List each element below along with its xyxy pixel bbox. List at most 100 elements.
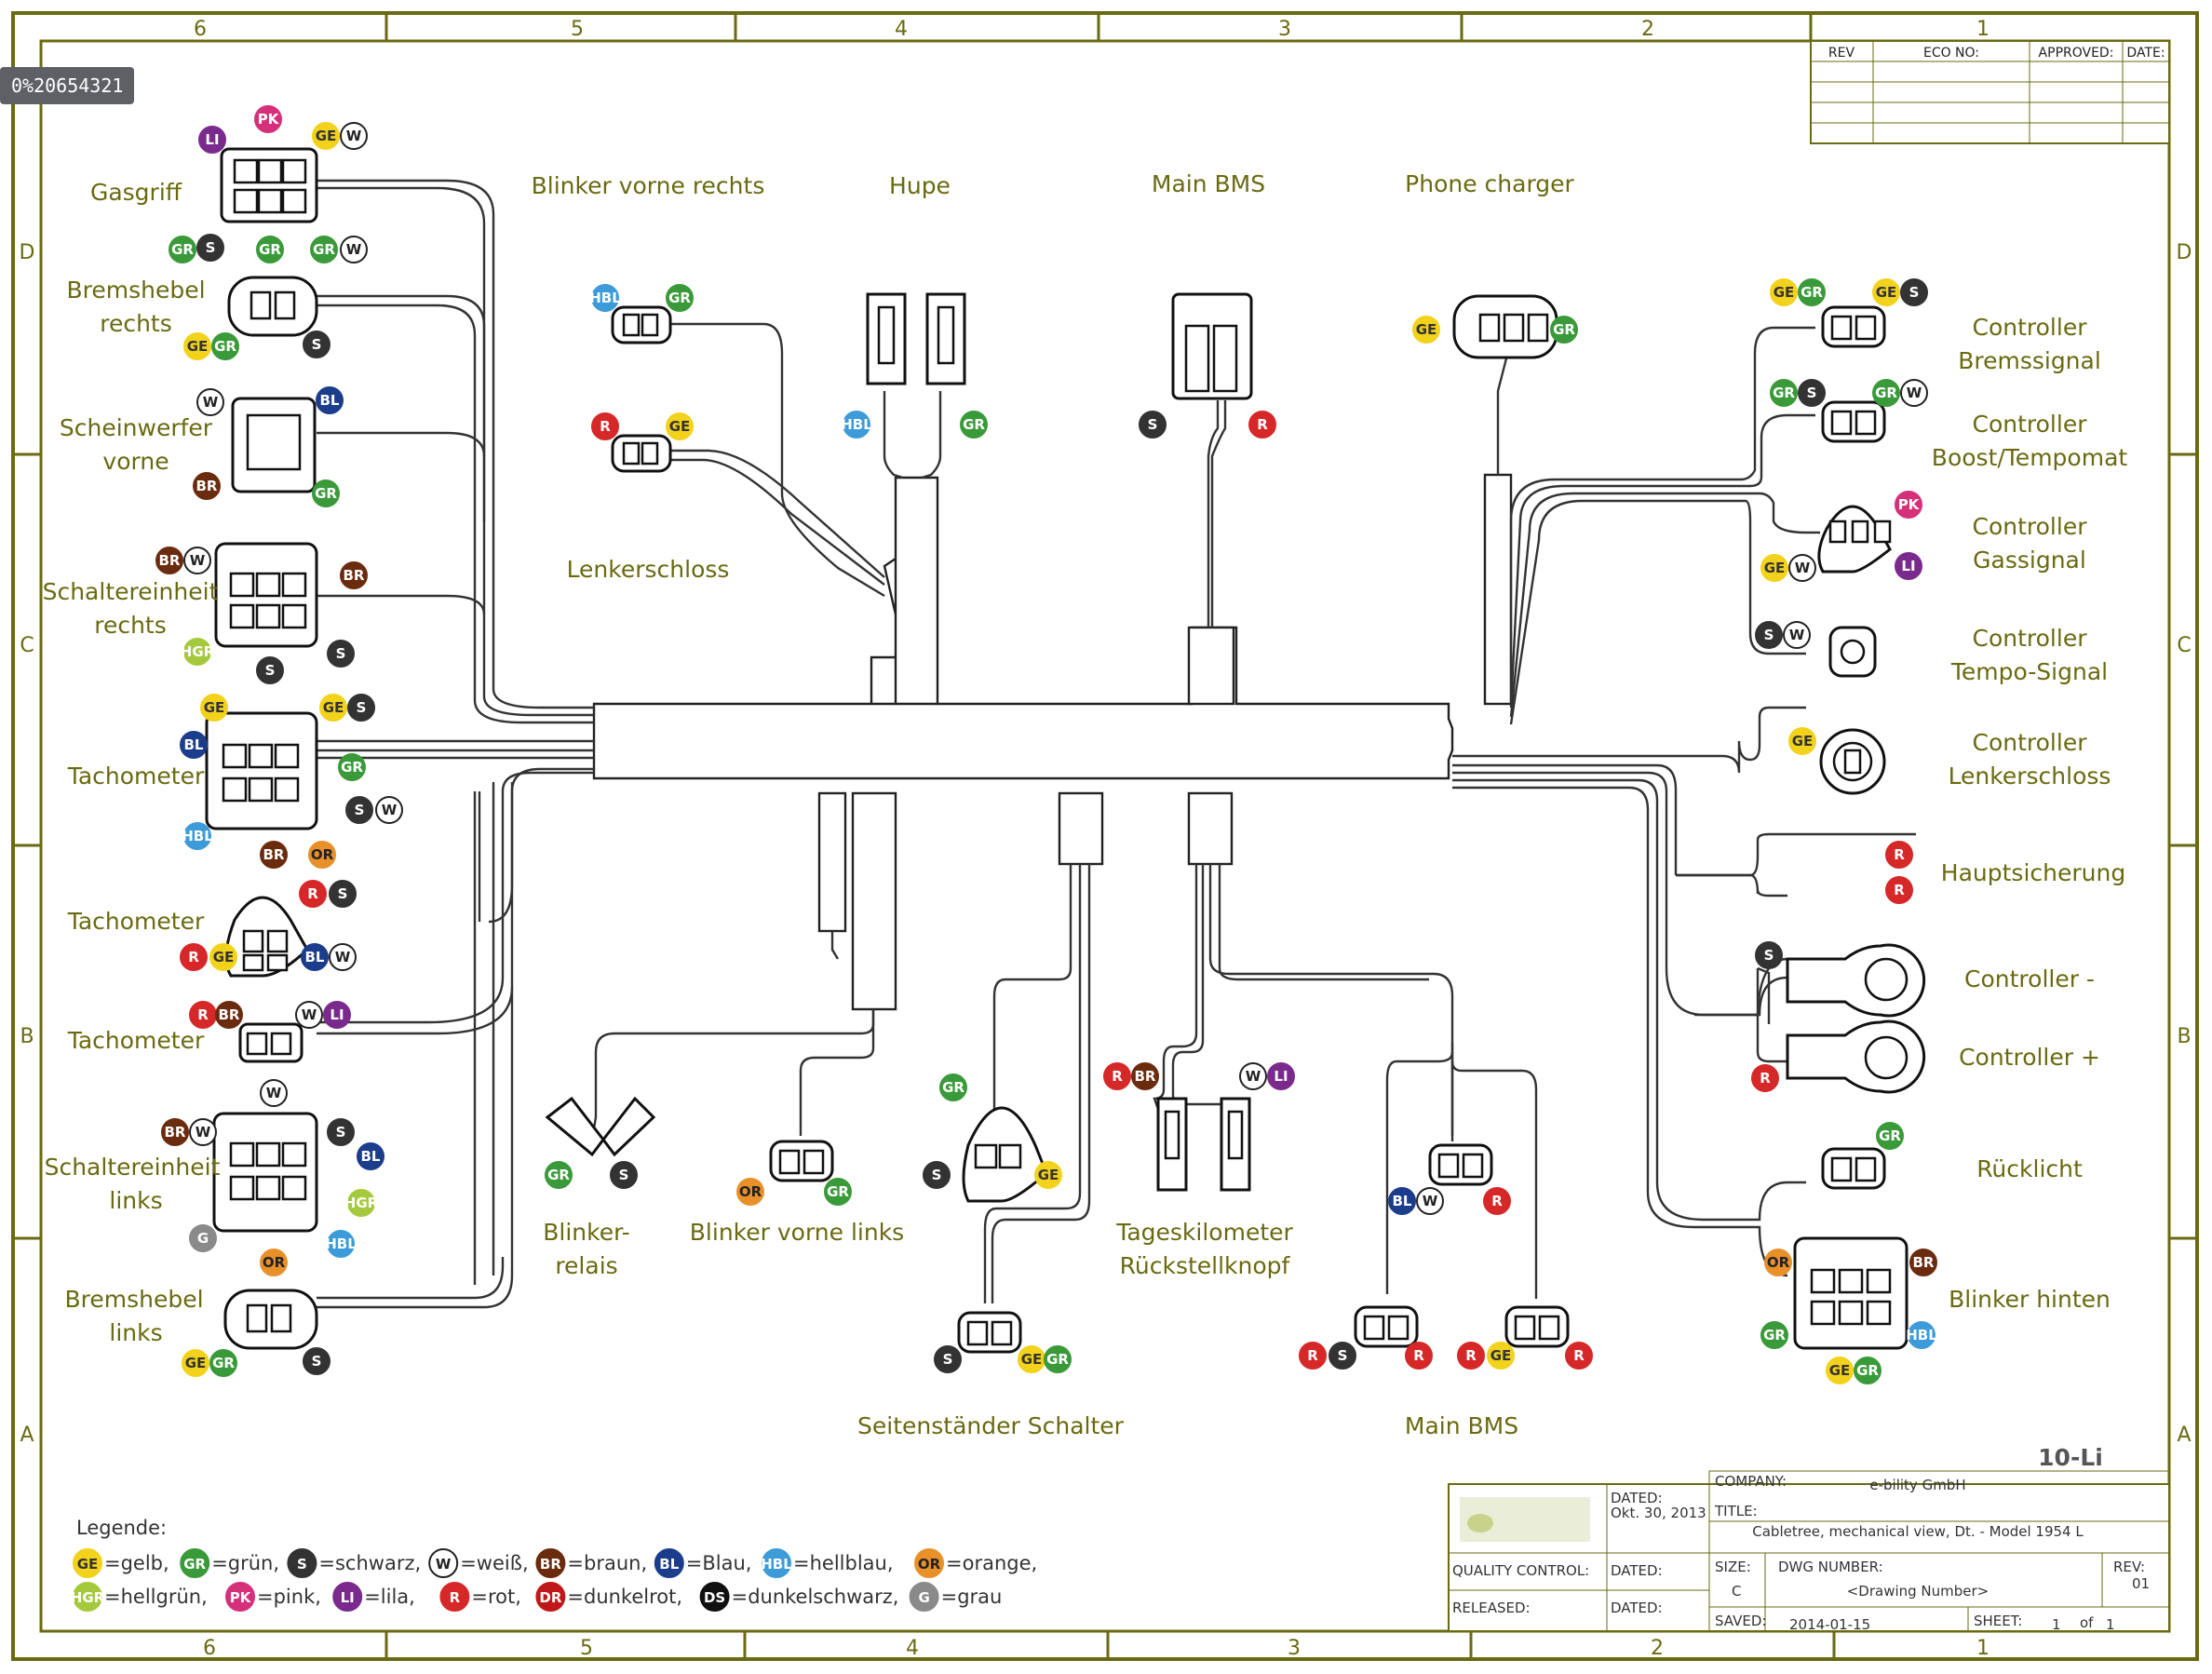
rev-label: REV:: [2113, 1559, 2145, 1575]
svg-text:GE: GE: [77, 1556, 99, 1573]
wire-badge-r: R: [1248, 411, 1276, 439]
svg-text:=orange,: =orange,: [946, 1552, 1037, 1574]
wire-badge-ge: GE: [1018, 1345, 1045, 1373]
connector-tachometer-2: [224, 896, 309, 978]
title-block: DATED: Okt. 30, 2013 COMPANY: e-bility G…: [1448, 1470, 2170, 1633]
wire-badge-ge: GE: [319, 694, 347, 722]
wire-badge-gr: GR: [310, 236, 338, 263]
connector-bremshebel-links: [223, 1289, 318, 1350]
label-ctrl-lenk-2: Lenkerschloss: [1949, 763, 2111, 790]
connector-ctrl-tempo: [1828, 626, 1877, 678]
wire-badge-ge: GE: [1034, 1161, 1062, 1189]
wire-badge-ge: GE: [666, 412, 694, 440]
logo-mark: [1467, 1514, 1493, 1532]
wire-badge-r: R: [591, 412, 619, 440]
wire-badge-s: S: [1755, 941, 1783, 969]
label-tachometer-1: Tachometer: [67, 763, 205, 790]
wire-badge-r: R: [1751, 1064, 1779, 1092]
svg-text:S: S: [355, 802, 365, 818]
dated-value: Okt. 30, 2013: [1611, 1505, 1706, 1521]
wire-badge-s: S: [347, 694, 375, 722]
label-ctrl-brems-1: Controller: [1973, 314, 2088, 341]
svg-text:HGR: HGR: [71, 1589, 105, 1606]
svg-text:GE: GE: [323, 699, 344, 716]
wire-badge-g: G: [189, 1224, 217, 1252]
connector-gasgriff: [220, 147, 318, 223]
svg-text:GE: GE: [1774, 284, 1795, 301]
wire-badge-br: BR: [215, 1001, 243, 1029]
svg-text:DR: DR: [539, 1589, 561, 1606]
svg-text:W: W: [335, 949, 351, 965]
zone-bottom-3: 3: [1288, 1637, 1301, 1660]
label-bremshebel-rechts-2: rechts: [100, 310, 172, 337]
wire-badge-pk: PK: [1895, 491, 1922, 519]
svg-text:S: S: [932, 1167, 942, 1183]
label-ctrl-gas-2: Gassignal: [1973, 547, 2086, 574]
svg-text:R: R: [1894, 846, 1905, 863]
svg-text:S: S: [1148, 416, 1158, 433]
wire-badge-bl: BL: [301, 943, 329, 971]
svg-text:R: R: [1894, 882, 1905, 898]
wire-badge-w: W: [1900, 379, 1928, 407]
wire-badge-s: S: [1798, 379, 1826, 407]
label-blinker-vorne-links: Blinker vorne links: [690, 1219, 904, 1246]
svg-text:GE: GE: [213, 949, 235, 965]
svg-text:=grün,: =grün,: [211, 1552, 279, 1574]
label-blinker-hinten: Blinker hinten: [1949, 1286, 2111, 1313]
svg-text:W: W: [1907, 385, 1922, 401]
wire-badge-s: S: [303, 331, 330, 358]
zone-bottom-6: 6: [203, 1637, 216, 1660]
svg-text:W: W: [1423, 1193, 1438, 1209]
svg-text:HBL: HBL: [1906, 1327, 1937, 1343]
wire-badge-r: R: [1457, 1342, 1485, 1370]
sheet-label: SHEET:: [1974, 1613, 2022, 1629]
svg-text:=rot,: =rot,: [471, 1586, 521, 1608]
connector-hupe: [866, 292, 966, 385]
svg-text:HBL: HBL: [325, 1235, 357, 1252]
sheet-total: 1: [2106, 1616, 2115, 1633]
svg-text:=braun,: =braun,: [567, 1552, 647, 1574]
legend-item-gr: GR=grün,: [180, 1548, 279, 1578]
legend-item-dr: DR=dunkelrot,: [535, 1582, 682, 1612]
svg-text:R: R: [188, 949, 199, 965]
wire-badge-gr: GR: [666, 284, 694, 312]
svg-text:OR: OR: [311, 846, 334, 863]
svg-text:=weiß,: =weiß,: [460, 1552, 528, 1574]
harness-trunk: [592, 473, 1513, 1011]
wire-badge-s: S: [303, 1347, 330, 1375]
svg-text:GE: GE: [1764, 560, 1786, 576]
wire-badge-gr: GR: [169, 236, 196, 263]
wire-badge-gr: GR: [312, 479, 340, 507]
svg-text:W: W: [266, 1085, 282, 1101]
zone-bottom-2: 2: [1651, 1637, 1664, 1660]
svg-text:G: G: [918, 1589, 929, 1606]
wire-badge-r: R: [1483, 1187, 1511, 1215]
zone-right-A: A: [2177, 1424, 2191, 1447]
svg-text:OR: OR: [739, 1183, 762, 1200]
connector-bms-bottom-1: [1428, 1143, 1493, 1186]
connector-blinker-relais: [545, 1096, 656, 1157]
svg-text:GE: GE: [185, 1355, 207, 1371]
svg-text:HGR: HGR: [181, 643, 215, 660]
connector-phone-charger: [1452, 294, 1558, 359]
svg-text:BL: BL: [361, 1148, 381, 1165]
svg-text:S: S: [357, 699, 367, 716]
wire-badge-hbl: HBL: [182, 822, 213, 850]
svg-text:GE: GE: [1490, 1347, 1512, 1364]
svg-text:W: W: [196, 1124, 211, 1141]
svg-text:GR: GR: [1875, 385, 1897, 401]
label-blinker-vorne-rechts: Blinker vorne rechts: [532, 172, 765, 199]
svg-text:GR: GR: [212, 1355, 235, 1371]
svg-text:HBL: HBL: [841, 416, 872, 433]
connector-ctrl-gas: [1817, 505, 1892, 574]
wire-badge-gr: GR: [1044, 1345, 1072, 1373]
label-scheinwerfer-2: vorne: [102, 448, 169, 475]
wire-badge-r: R: [1885, 876, 1913, 904]
svg-text:=dunkelschwarz,: =dunkelschwarz,: [732, 1586, 899, 1608]
svg-text:S: S: [336, 1124, 346, 1141]
svg-text:BL: BL: [184, 736, 204, 753]
legend-item-br: BR=braun,: [535, 1548, 647, 1578]
terminal-controller-plus: [1786, 1019, 1926, 1094]
svg-text:GR: GR: [315, 485, 337, 502]
model-tag: 10-Li: [2038, 1444, 2103, 1471]
